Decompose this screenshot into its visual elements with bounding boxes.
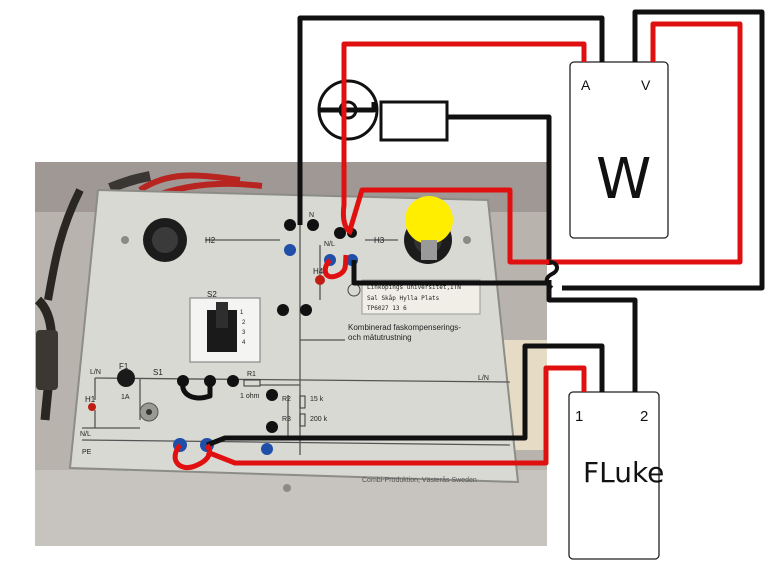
- r1-resistor-symbol: [243, 379, 261, 387]
- panel-maker: Combi-Produktion, Västerås Sweden: [362, 476, 477, 484]
- screw-icon: [283, 484, 291, 492]
- label-ln-right: L/N: [478, 375, 489, 382]
- wire-crossover: [544, 260, 559, 290]
- label-n-top: N: [309, 212, 314, 219]
- label-r2-value: 15 k: [310, 396, 324, 403]
- wattmeter-name: W: [596, 147, 651, 212]
- switch-pos-2: 2: [242, 320, 246, 326]
- info-plate: [347, 279, 481, 315]
- wattmeter-box: A V W: [569, 61, 669, 239]
- label-r1-value: 1 ohm: [240, 393, 260, 400]
- label-h2: H2: [205, 236, 216, 245]
- f1-fuse-holder: [117, 369, 135, 387]
- label-r1: R1: [247, 371, 256, 378]
- fluke-terminal-2: 2: [640, 408, 648, 425]
- label-s2: S2: [207, 290, 217, 299]
- measurement-panel: H2 H3 H4 H1 S2 S1 F1 1A R1 1 ohm R2 15 k…: [68, 188, 520, 492]
- switch-pos-3: 3: [242, 330, 246, 336]
- switch-pos-4: 4: [242, 340, 246, 346]
- fluke-box: 1 2 FLuke: [568, 391, 664, 560]
- info-plate-line3: TP6027 13 6: [367, 305, 407, 312]
- wattmeter-terminal-a: A: [581, 77, 591, 93]
- r3-resistor-symbol: [299, 413, 306, 427]
- label-h4: H4: [313, 267, 324, 276]
- switch-pos-1: 1: [240, 310, 244, 316]
- fluke-name: FLuke: [583, 456, 664, 489]
- label-s1: S1: [153, 368, 163, 377]
- screw-icon: [121, 236, 129, 244]
- s2-rotary-switch: [189, 297, 261, 363]
- info-plate-line2: Sal Skåp Hylla Plats: [367, 295, 440, 302]
- label-r3-value: 200 k: [310, 416, 328, 423]
- wattmeter-terminal-v: V: [641, 77, 651, 93]
- label-h3: H3: [374, 236, 385, 245]
- panel-title-line2: och mätutrustning: [348, 333, 412, 342]
- s1-toggle-switch: [139, 402, 159, 422]
- panel-title-line1: Kombinerad faskompenserings-: [348, 323, 461, 332]
- screw-icon: [463, 236, 471, 244]
- info-plate-line1: Linköpings universitet,ITN: [367, 284, 461, 291]
- r2-resistor-symbol: [299, 395, 306, 409]
- h2-lamp-socket: [143, 218, 187, 262]
- label-h1: H1: [85, 395, 96, 404]
- fluke-terminal-1: 1: [575, 408, 583, 425]
- label-r2: R2: [282, 396, 291, 403]
- label-f1: F1: [119, 362, 129, 371]
- red-wires: [172, 21, 743, 470]
- load-resistor-box: [379, 100, 449, 142]
- label-pe: PE: [82, 449, 92, 456]
- black-wires: [180, 9, 765, 448]
- label-ln-left: L/N: [90, 369, 101, 376]
- label-nl-top: N/L: [324, 241, 335, 248]
- label-r3: R3: [282, 416, 291, 423]
- lamp-icon: [405, 196, 453, 260]
- label-nl-left: N/L: [80, 431, 91, 438]
- label-f1-rating: 1A: [121, 394, 130, 401]
